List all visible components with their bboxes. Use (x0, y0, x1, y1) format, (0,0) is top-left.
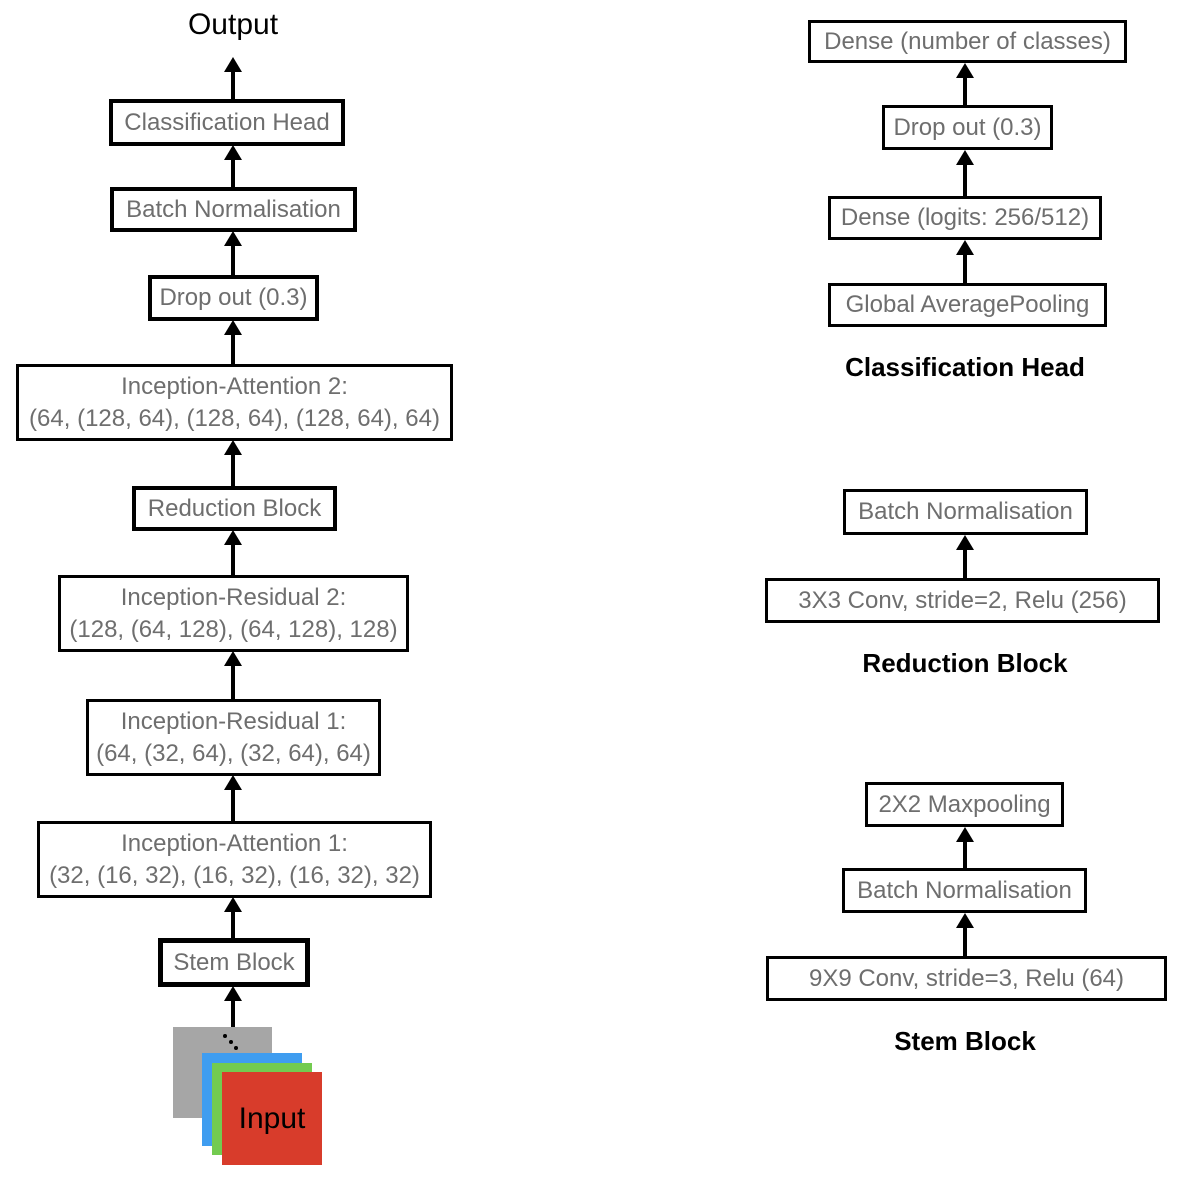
up-arrow-icon (223, 57, 243, 99)
up-arrow-icon (955, 63, 975, 105)
up-arrow-icon (955, 240, 975, 283)
box-title: Inception-Attention 2: (121, 373, 348, 401)
box-dense-number-of-classes: Dense (number of classes) (808, 20, 1127, 63)
box-conv-3x3: 3X3 Conv, stride=2, Relu (256) (765, 578, 1160, 623)
box-params: (128, (64, 128), (64, 128), 128) (69, 615, 398, 643)
caption-classification-head: Classification Head (845, 352, 1085, 382)
up-arrow-icon (223, 440, 243, 486)
up-arrow-icon (223, 530, 243, 575)
caption-reduction-block: Reduction Block (862, 648, 1068, 678)
box-drop-out-detail: Drop out (0.3) (882, 105, 1053, 150)
box-inception-residual-2: Inception-Residual 2: (128, (64, 128), (… (58, 575, 409, 652)
up-arrow-icon (223, 775, 243, 821)
box-stem-block: Stem Block (158, 938, 310, 987)
up-arrow-icon (955, 913, 975, 956)
up-arrow-icon (223, 231, 243, 275)
input-label: Input (238, 1101, 306, 1135)
box-inception-attention-2: Inception-Attention 2: (64, (128, 64), (… (16, 364, 453, 441)
up-arrow-icon (955, 827, 975, 868)
up-arrow-icon (223, 651, 243, 699)
box-title: Inception-Attention 1: (121, 830, 348, 858)
input-channel-red: Input (222, 1072, 322, 1165)
box-dense-logits: Dense (logits: 256/512) (828, 196, 1102, 240)
ellipsis-dots-icon (234, 1046, 238, 1050)
box-params: (32, (16, 32), (16, 32), (16, 32), 32) (49, 861, 420, 889)
up-arrow-icon (223, 320, 243, 364)
box-batch-normalisation-stem: Batch Normalisation (842, 868, 1087, 913)
up-arrow-icon (223, 145, 243, 187)
box-params: (64, (32, 64), (32, 64), 64) (96, 739, 371, 767)
box-global-average-pooling: Global AveragePooling (828, 283, 1107, 327)
up-arrow-icon (223, 897, 243, 938)
box-params: (64, (128, 64), (128, 64), (128, 64), 64… (29, 404, 440, 432)
box-inception-attention-1: Inception-Attention 1: (32, (16, 32), (1… (37, 821, 432, 898)
caption-stem-block: Stem Block (894, 1026, 1036, 1056)
box-inception-residual-1: Inception-Residual 1: (64, (32, 64), (32… (86, 699, 381, 776)
output-label: Output (187, 8, 279, 41)
up-arrow-icon (955, 150, 975, 196)
box-title: Inception-Residual 1: (120, 708, 347, 736)
box-reduction-block: Reduction Block (132, 486, 337, 531)
up-arrow-icon (223, 986, 243, 1027)
box-maxpooling-2x2: 2X2 Maxpooling (865, 782, 1064, 827)
up-arrow-icon (955, 535, 975, 578)
box-batch-normalisation-reduction: Batch Normalisation (843, 489, 1088, 535)
box-title: Inception-Residual 2: (120, 584, 347, 612)
ellipsis-dots-icon (229, 1040, 233, 1044)
box-drop-out: Drop out (0.3) (148, 275, 319, 321)
ellipsis-dots-icon (223, 1034, 227, 1038)
box-classification-head: Classification Head (109, 99, 345, 146)
box-conv-9x9: 9X9 Conv, stride=3, Relu (64) (766, 956, 1167, 1001)
box-batch-normalisation: Batch Normalisation (110, 187, 357, 232)
